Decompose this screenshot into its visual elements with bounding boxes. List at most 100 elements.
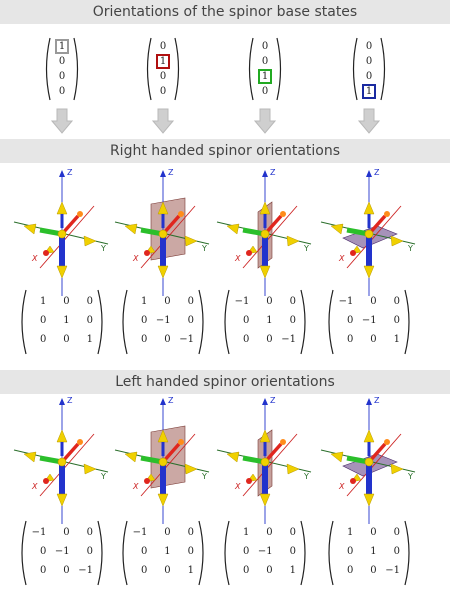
matrix-cell: 0 [289, 296, 296, 307]
matrix-cell: 0 [289, 527, 296, 538]
left-handed-axes-diagram: Z Y X [12, 396, 112, 526]
vector-entry: 0 [58, 56, 66, 67]
vector-entry-highlighted: 1 [245, 69, 285, 84]
vector-entry: 0 [261, 41, 269, 52]
matrix-cell: 1 [242, 527, 250, 538]
vector-entry: 0 [365, 41, 373, 52]
matrix-cell: −1 [179, 334, 194, 345]
matrix-cell: 0 [63, 565, 70, 576]
matrix-cell: 0 [86, 315, 93, 326]
down-arrow-icon [253, 108, 277, 138]
matrix-cell: 0 [187, 296, 194, 307]
vector-entry: 0 [159, 71, 167, 82]
matrix-cell: 0 [39, 546, 47, 557]
matrix-cell: 0 [187, 315, 194, 326]
matrix-cell: 0 [242, 334, 250, 345]
matrix-cell: 1 [346, 527, 354, 538]
matrix-cell: 0 [242, 565, 250, 576]
matrix-cell: 0 [164, 527, 171, 538]
matrix-cell: 0 [289, 315, 296, 326]
section-title-right-handed: Right handed spinor orientations [0, 139, 450, 163]
matrix-cell: 0 [393, 315, 400, 326]
z-axis-label: Z [374, 168, 380, 177]
matrix-cell: 0 [63, 334, 70, 345]
matrix-cell: −1 [281, 334, 296, 345]
matrix-cell: 1 [266, 315, 273, 326]
vector-entry: 0 [261, 56, 269, 67]
matrix-cell: −1 [338, 296, 354, 307]
z-axis-label: Z [270, 168, 276, 177]
y-axis-label: Y [202, 244, 207, 253]
matrix-cell: 0 [370, 527, 377, 538]
y-axis-label: Y [202, 472, 207, 481]
matrix-cell: 0 [346, 546, 354, 557]
matrix-cell: 0 [140, 334, 148, 345]
x-axis-label: X [235, 254, 241, 263]
y-axis-label: Y [101, 472, 106, 481]
matrix-cell: 0 [140, 546, 148, 557]
matrix-cell: 1 [39, 296, 47, 307]
matrix-cell: −1 [155, 315, 171, 326]
matrix-cell: 0 [242, 546, 250, 557]
matrix-cell: 0 [63, 527, 70, 538]
y-axis-label: Y [304, 472, 309, 481]
x-axis-label: X [339, 482, 345, 491]
spinor-base-vector: 0 0 1 0 [245, 36, 285, 106]
matrix-cell: 0 [39, 334, 47, 345]
spinor-base-vector: 0 1 0 0 [143, 36, 183, 106]
matrix-cell: 0 [187, 546, 194, 557]
section-title-left-handed: Left handed spinor orientations [0, 370, 450, 394]
vector-entry: 0 [159, 41, 167, 52]
matrix-cell: 0 [370, 296, 377, 307]
matrix-cell: −1 [54, 546, 70, 557]
vector-entry: 0 [58, 71, 66, 82]
matrix-cell: −1 [257, 546, 273, 557]
vector-entry-highlighted: 1 [42, 39, 82, 54]
vector-entry: 0 [159, 86, 167, 97]
matrix-cell: 0 [393, 296, 400, 307]
matrix-cell: 0 [370, 334, 377, 345]
vector-entry: 0 [365, 56, 373, 67]
matrix-cell: −1 [361, 315, 377, 326]
x-axis-label: X [235, 482, 241, 491]
matrix-cell: 0 [266, 334, 273, 345]
matrix-cell: −1 [132, 527, 148, 538]
matrix-cell: −1 [78, 565, 93, 576]
vector-entry-highlighted: 1 [143, 54, 183, 69]
x-axis-label: X [339, 254, 345, 263]
z-axis-label: Z [67, 396, 73, 405]
x-axis-label: X [133, 254, 139, 263]
matrix-cell: 0 [140, 565, 148, 576]
vector-entry-highlighted: 1 [349, 84, 389, 99]
matrix-cell: 0 [63, 296, 70, 307]
vector-entry: 0 [58, 86, 66, 97]
matrix-cell: 0 [370, 565, 377, 576]
matrix-cell: 0 [393, 546, 400, 557]
z-axis-label: Z [67, 168, 73, 177]
x-axis-label: X [133, 482, 139, 491]
matrix-cell: 1 [370, 546, 377, 557]
matrix-cell: 0 [39, 565, 47, 576]
matrix-cell: 1 [63, 315, 70, 326]
matrix-cell: 0 [86, 296, 93, 307]
matrix-cell: 0 [346, 315, 354, 326]
matrix-cell: 0 [266, 296, 273, 307]
x-axis-label: X [32, 482, 38, 491]
matrix-cell: 0 [346, 334, 354, 345]
matrix-cell: 0 [346, 565, 354, 576]
matrix-cell: 0 [266, 527, 273, 538]
matrix-cell: 1 [86, 334, 93, 345]
matrix-cell: 0 [242, 315, 250, 326]
matrix-cell: 1 [164, 546, 171, 557]
vector-entry: 0 [261, 86, 269, 97]
matrix-cell: 0 [289, 546, 296, 557]
matrix-cell: 0 [86, 527, 93, 538]
